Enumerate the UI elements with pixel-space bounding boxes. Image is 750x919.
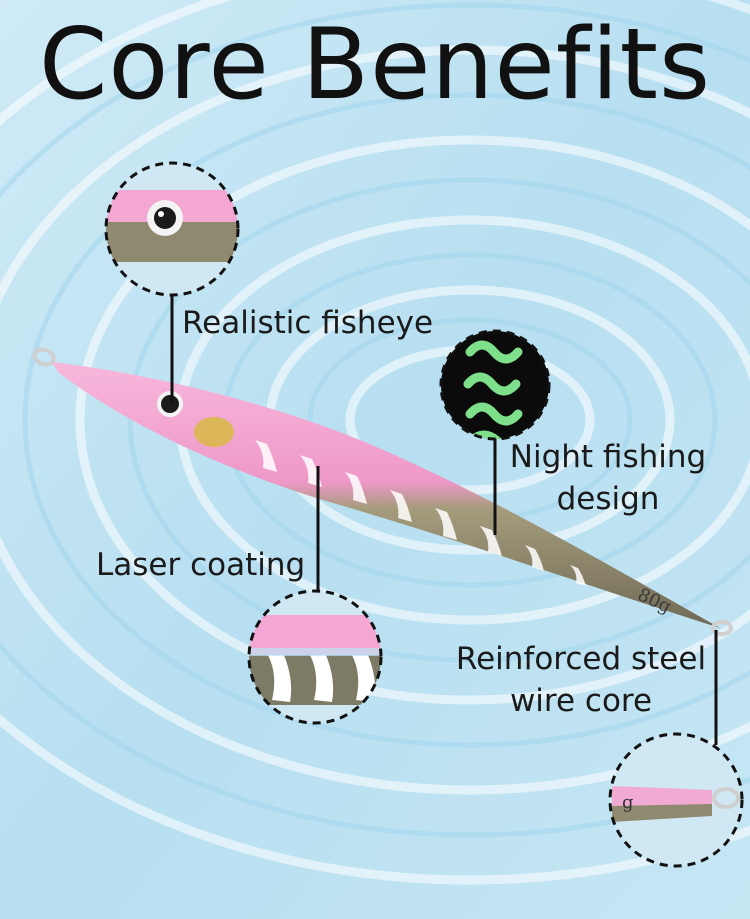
fishing-lure: [32, 347, 733, 636]
weight-mark: 80g: [634, 584, 674, 618]
night-fishing-label-line1: Night fishing: [509, 439, 707, 475]
laser-coating-zoom: [247, 589, 383, 725]
laser-coating-label: Laser coating: [96, 547, 306, 583]
wire-core-label-line1: Reinforced steel: [455, 641, 707, 677]
page-title: Core Benefits: [38, 8, 712, 122]
tail-mark: g: [622, 792, 634, 813]
night-fishing-label: Night fishing design: [508, 436, 708, 520]
fisheye-zoom: [104, 161, 240, 297]
fisheye-label: Realistic fisheye: [182, 305, 434, 341]
wire-core-zoom: g: [608, 732, 744, 868]
wire-core-label-line2: wire core: [509, 683, 653, 719]
night-fishing-label-line2: design: [556, 481, 660, 517]
wire-core-label: Reinforced steel wire core: [450, 638, 712, 722]
night-design-zoom: [439, 329, 551, 441]
